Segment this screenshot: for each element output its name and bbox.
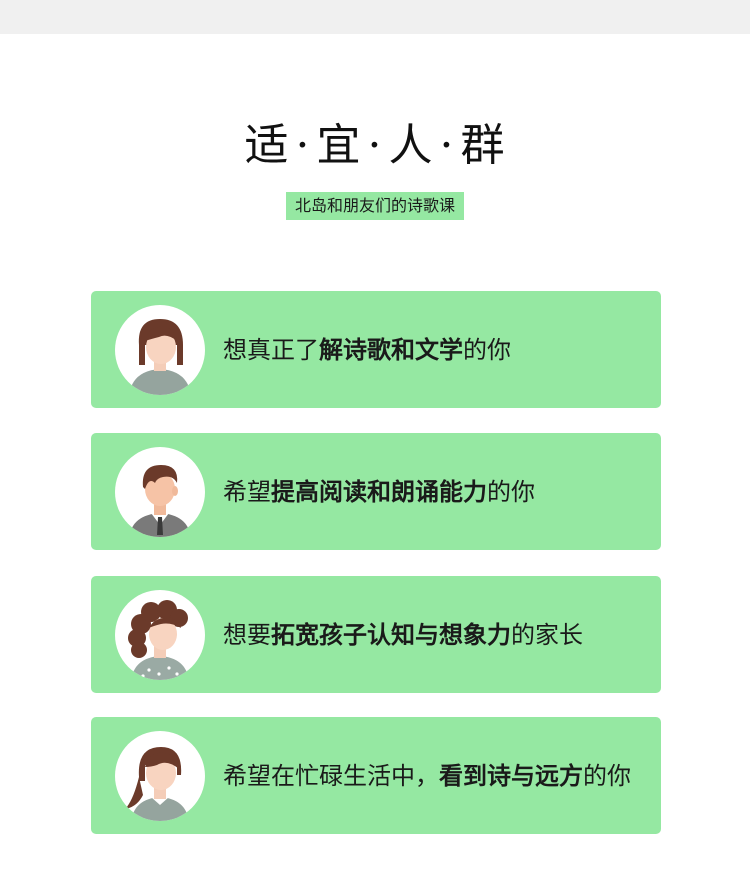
woman-ponytail-avatar-icon [115, 731, 205, 821]
subtitle-wrap: 北岛和朋友们的诗歌课 [0, 192, 750, 220]
title-separator: · [439, 120, 455, 171]
title-char: 群 [460, 120, 506, 171]
title-char: 适 [244, 120, 290, 171]
card-text: 希望提高阅读和朗诵能力的你 [223, 433, 643, 550]
subtitle-badge: 北岛和朋友们的诗歌课 [285, 192, 464, 220]
card-text-highlight: 看到诗与远方 [439, 761, 583, 790]
top-bar [0, 0, 750, 34]
card-text-prefix: 想要 [223, 620, 271, 649]
card-text: 想要拓宽孩子认知与想象力的家长 [223, 576, 643, 693]
man-tie-avatar-icon [115, 447, 205, 537]
audience-card: 希望提高阅读和朗诵能力的你 [91, 433, 661, 550]
card-text-highlight: 提高阅读和朗诵能力 [271, 477, 487, 506]
title-char: 人 [388, 120, 434, 171]
audience-card: 希望在忙碌生活中，看到诗与远方的你 [91, 717, 661, 834]
card-text-suffix: 的你 [583, 761, 631, 790]
card-text-prefix: 希望 [223, 477, 271, 506]
card-text-prefix: 想真正了 [223, 335, 319, 364]
title-char: 宜 [316, 120, 362, 171]
card-text-highlight: 拓宽孩子认知与想象力 [271, 620, 511, 649]
title-separator: · [367, 120, 383, 171]
audience-card: 想要拓宽孩子认知与想象力的家长 [91, 576, 661, 693]
card-text-suffix: 的你 [487, 477, 535, 506]
card-text-suffix: 的你 [463, 335, 511, 364]
card-text-highlight: 解诗歌和文学 [319, 335, 463, 364]
woman-curly-hair-avatar-icon [115, 590, 205, 680]
audience-card: 想真正了解诗歌和文学的你 [91, 291, 661, 408]
title-separator: · [295, 120, 311, 171]
woman-short-hair-avatar-icon [115, 305, 205, 395]
page-title: 适·宜·人·群 [0, 118, 750, 174]
card-text: 希望在忙碌生活中，看到诗与远方的你 [223, 717, 643, 834]
card-text-suffix: 的家长 [511, 620, 583, 649]
card-text-prefix: 希望在忙碌生活中， [223, 761, 439, 790]
card-text: 想真正了解诗歌和文学的你 [223, 291, 643, 408]
